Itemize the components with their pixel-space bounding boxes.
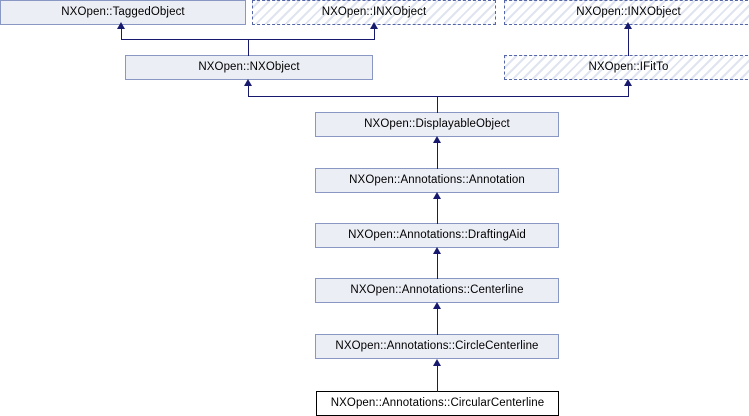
class-node-label: NXOpen::NXObject: [198, 60, 300, 73]
class-node-label: NXOpen::DisplayableObject: [364, 117, 510, 130]
arrowhead-inxobject-1: [370, 22, 378, 29]
class-node-centerline[interactable]: NXOpen::Annotations::Centerline: [315, 278, 559, 303]
edge-nxobject-to-inxobject1: [374, 29, 375, 40]
edge-displayableobject-to-ifitto: [628, 86, 629, 97]
arrowhead-displayableobject: [433, 136, 441, 143]
edge-displayableobject-riser: [437, 96, 438, 113]
edge-displayableobject-bus: [248, 96, 629, 97]
edge-draftingaid-to-annotation: [437, 199, 438, 224]
arrowhead-taggedobject: [117, 22, 125, 29]
class-node-draftingaid[interactable]: NXOpen::Annotations::DraftingAid: [315, 223, 559, 248]
interface-node-label: NXOpen::INXObject: [321, 5, 427, 18]
class-node-displayableobject[interactable]: NXOpen::DisplayableObject: [315, 112, 559, 137]
edge-displayableobject-to-nxobject: [248, 86, 249, 97]
edge-nxobject-riser: [248, 39, 249, 56]
class-node-circularcenterline[interactable]: NXOpen::Annotations::CircularCenterline: [316, 391, 559, 416]
interface-node-ifitto[interactable]: NXOpen::IFitTo: [504, 55, 749, 80]
edge-centerline-to-draftingaid: [437, 254, 438, 279]
class-node-nxobject[interactable]: NXOpen::NXObject: [125, 55, 373, 80]
class-node-label: NXOpen::Annotations::Centerline: [350, 283, 524, 296]
class-node-label: NXOpen::Annotations::CircularCenterline: [330, 396, 545, 409]
interface-node-inxobject-2[interactable]: NXOpen::INXObject: [504, 0, 749, 25]
edge-nxobject-bus: [121, 39, 375, 40]
class-node-annotation[interactable]: NXOpen::Annotations::Annotation: [315, 168, 559, 193]
arrowhead-inxobject-2: [624, 22, 632, 29]
class-node-label: NXOpen::Annotations::CircleCenterline: [335, 339, 539, 352]
edge-circularcenterline-to-circlecenterline: [437, 366, 438, 392]
edge-annotation-to-displayableobject: [437, 143, 438, 169]
arrowhead-nxobject: [244, 79, 252, 86]
class-node-label: NXOpen::Annotations::Annotation: [349, 173, 525, 186]
class-node-circlecenterline[interactable]: NXOpen::Annotations::CircleCenterline: [315, 334, 559, 359]
arrowhead-draftingaid: [433, 247, 441, 254]
interface-node-label: NXOpen::IFitTo: [588, 60, 669, 73]
edge-ifitto-to-inxobject2: [628, 29, 629, 56]
edge-nxobject-to-taggedobject: [121, 29, 122, 40]
class-node-taggedobject[interactable]: NXOpen::TaggedObject: [0, 0, 246, 25]
class-node-label: NXOpen::TaggedObject: [61, 5, 185, 18]
interface-node-inxobject-1[interactable]: NXOpen::INXObject: [252, 0, 496, 25]
arrowhead-ifitto: [624, 79, 632, 86]
class-node-label: NXOpen::Annotations::DraftingAid: [348, 228, 526, 241]
edge-circlecenterline-to-centerline: [437, 309, 438, 335]
interface-node-label: NXOpen::INXObject: [576, 5, 681, 18]
arrowhead-centerline: [433, 302, 441, 309]
arrowhead-annotation: [433, 192, 441, 199]
arrowhead-circlecenterline: [433, 359, 441, 366]
